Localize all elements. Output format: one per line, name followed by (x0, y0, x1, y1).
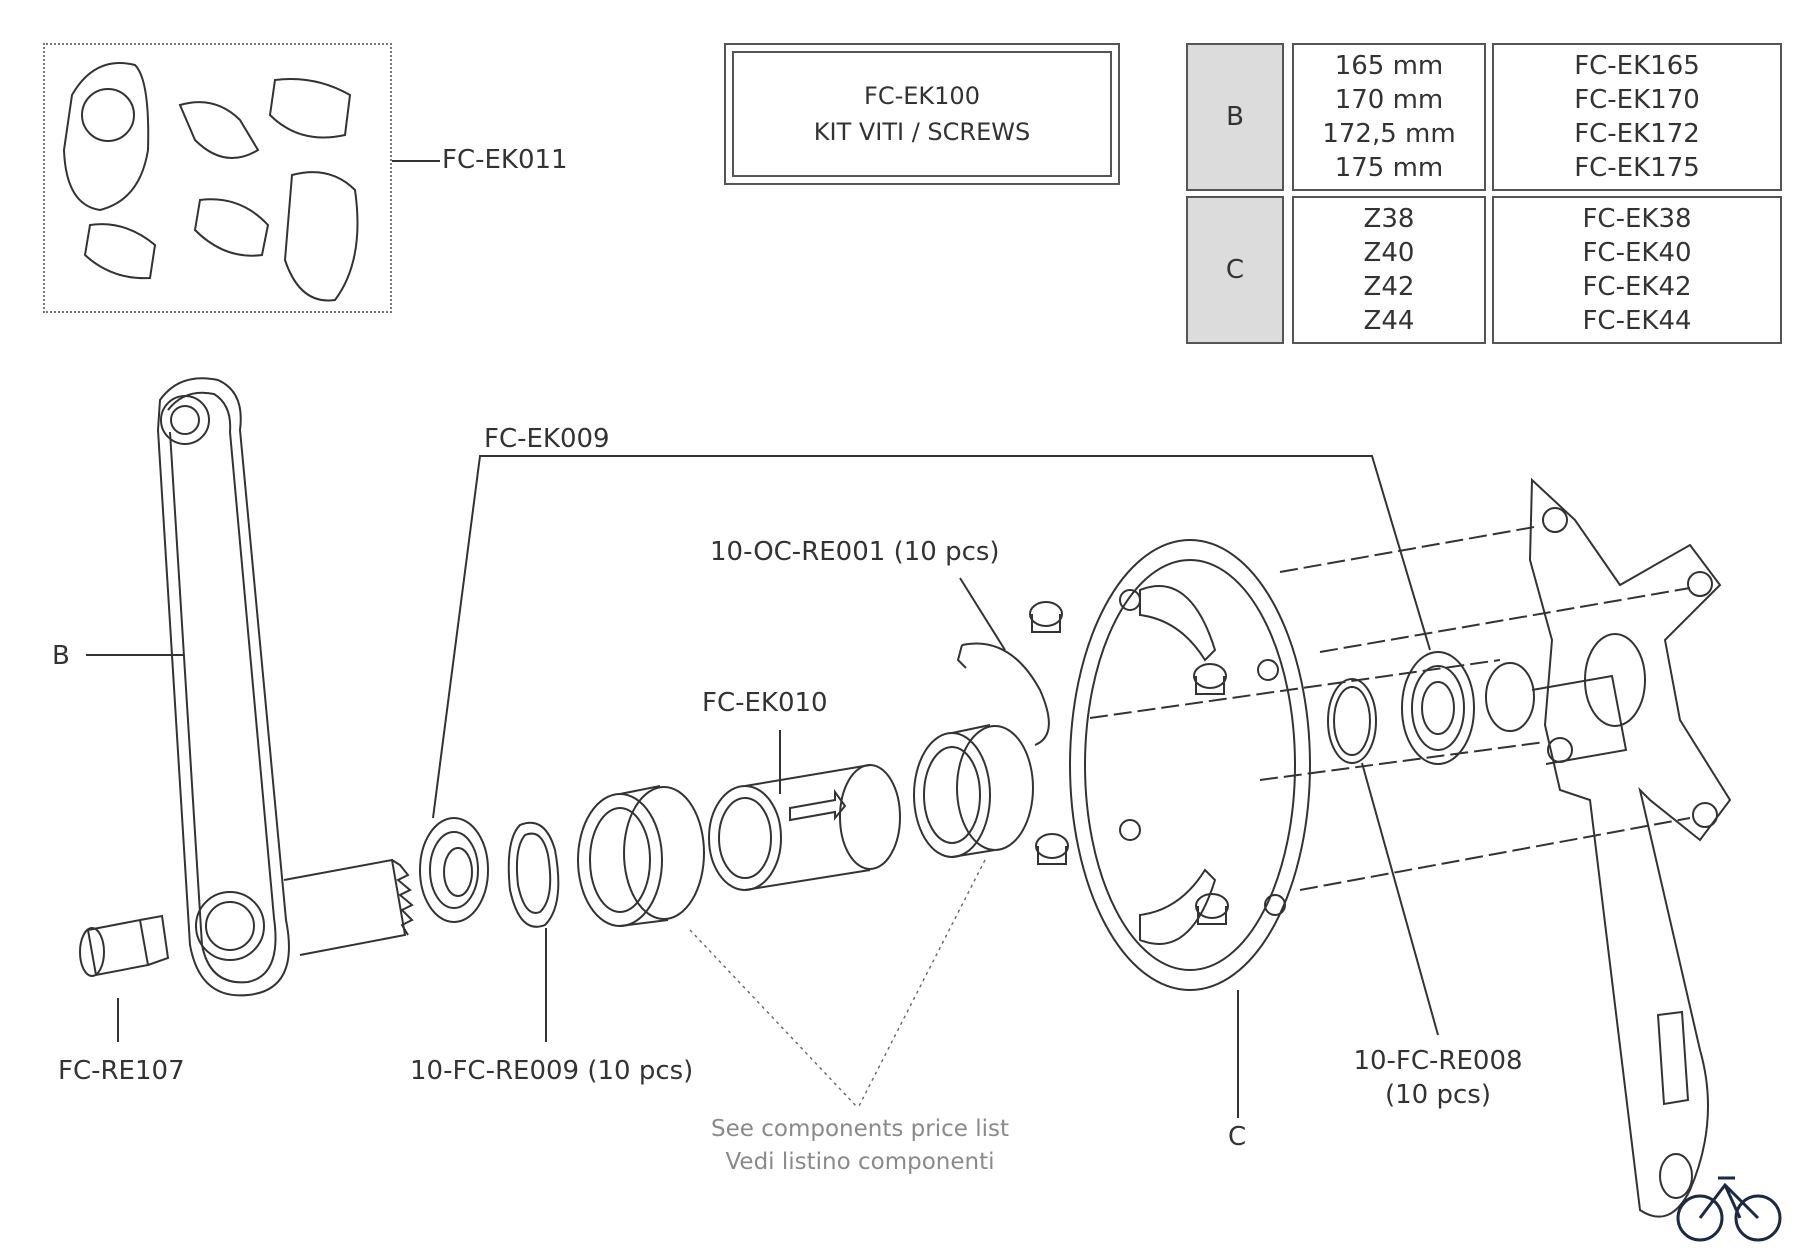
table-key-cell: C (1186, 196, 1284, 344)
table-value: Z40 (1363, 238, 1415, 268)
right-crank-arm (1485, 477, 1732, 1218)
label-fc-ek011: FC-EK011 (442, 145, 568, 175)
table-key-cell: B (1186, 43, 1284, 191)
leader-lines (86, 160, 1439, 1118)
wave-washer (507, 821, 560, 928)
dotted-leaders (689, 859, 986, 1109)
table-value: 172,5 mm (1322, 119, 1456, 149)
label-fc-ek009: FC-EK009 (484, 424, 610, 454)
price-list-note: See components price list Vedi listino c… (700, 1118, 1020, 1174)
label-fc-re107: FC-RE107 (58, 1056, 185, 1086)
chainring-bolts (1029, 601, 1229, 925)
left-bearing (419, 817, 489, 923)
table-value: FC-EK44 (1582, 306, 1692, 336)
table-value: 165 mm (1334, 51, 1444, 81)
left-crank-arm (156, 377, 290, 997)
screw-kit-box: FC-EK100 KIT VITI / SCREWS (724, 43, 1120, 185)
right-bearing (1401, 651, 1475, 765)
table-sizes-cell: 165 mm 170 mm 172,5 mm 175 mm (1292, 43, 1486, 191)
table-value: Z42 (1363, 272, 1415, 302)
table-value: 175 mm (1334, 153, 1444, 183)
label-c: C (1228, 1122, 1247, 1152)
crank-spindle (283, 858, 414, 956)
table-value: 170 mm (1334, 85, 1444, 115)
label-10-fc-re009: 10-FC-RE009 (10 pcs) (410, 1056, 694, 1086)
spacer-ring (1327, 678, 1377, 764)
assembly-lines (1089, 525, 1691, 891)
table-codes-cell: FC-EK38 FC-EK40 FC-EK42 FC-EK44 (1492, 196, 1782, 344)
table-sizes-cell: Z38 Z40 Z42 Z44 (1292, 196, 1486, 344)
table-value: FC-EK38 (1582, 204, 1692, 234)
table-value: FC-EK40 (1582, 238, 1692, 268)
label-b: B (52, 641, 70, 671)
circlip (956, 642, 1050, 746)
table-value: FC-EK165 (1574, 51, 1700, 81)
kit-cover-frame (43, 43, 392, 313)
label-10-fc-re008: 10-FC-RE008 (10 pcs) (1348, 1048, 1528, 1108)
price-list-note-en: See components price list (711, 1116, 1009, 1142)
screw-kit-code: FC-EK100 (864, 82, 980, 110)
price-list-note-it: Vedi listino componenti (725, 1149, 995, 1175)
left-bb-cup (577, 785, 705, 927)
table-value: FC-EK42 (1582, 272, 1692, 302)
table-codes-cell: FC-EK165 FC-EK170 FC-EK172 FC-EK175 (1492, 43, 1782, 191)
label-10-oc-re001: 10-OC-RE001 (10 pcs) (710, 537, 1000, 567)
table-value: Z38 (1363, 204, 1415, 234)
bb-sleeve (708, 764, 901, 891)
label-10-fc-re008-qty: (10 pcs) (1385, 1080, 1491, 1110)
covers-and-clips (62, 62, 359, 302)
label-fc-ek010: FC-EK010 (702, 688, 828, 718)
fixing-bolt (79, 914, 170, 977)
chainring (1069, 539, 1311, 991)
table-value: FC-EK170 (1574, 85, 1700, 115)
bicycle-logo-icon (1676, 1176, 1782, 1242)
table-value: FC-EK175 (1574, 153, 1700, 183)
screw-kit-description: KIT VITI / SCREWS (813, 118, 1031, 146)
table-value: Z44 (1363, 306, 1415, 336)
label-10-fc-re008-code: 10-FC-RE008 (1353, 1046, 1523, 1076)
table-value: FC-EK172 (1574, 119, 1700, 149)
right-bb-cup (913, 724, 1034, 858)
